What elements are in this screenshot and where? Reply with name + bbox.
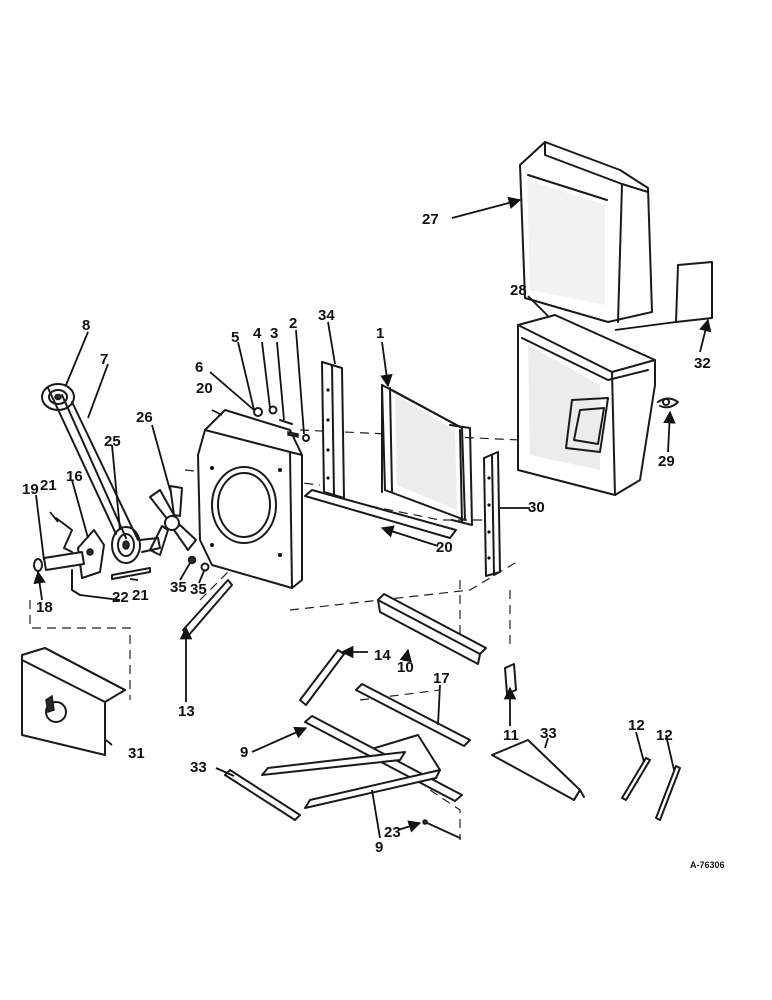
callout-16: 17 <box>433 670 450 687</box>
callout-27: 29 <box>658 453 675 470</box>
callout-29: 27 <box>422 211 439 228</box>
callout-8: 8 <box>82 317 90 334</box>
callout-28: 32 <box>694 355 711 372</box>
callout-17: 18 <box>36 599 53 616</box>
part-19-fan-shroud <box>197 409 303 589</box>
part-1-radiator-core <box>381 384 473 526</box>
part-26-shroud-housing <box>517 314 656 496</box>
callout-13: 13 <box>178 703 195 720</box>
callout-15: 16 <box>66 468 83 485</box>
part-33-bar <box>224 769 301 821</box>
callout-labels: 27 28 32 29 34 1 2 3 4 5 6 20 8 7 26 25 … <box>22 211 725 870</box>
callout-5: 5 <box>231 329 239 346</box>
part-8-upper-pulley <box>41 383 75 411</box>
part-35-nuts <box>187 555 210 572</box>
callout-11: 11 <box>503 727 519 744</box>
part-31-side-post <box>483 451 501 577</box>
part-34-tray <box>491 739 585 801</box>
part-22-bolt <box>71 569 81 596</box>
leader-lines <box>33 196 712 839</box>
callout-12a: 12 <box>628 717 645 734</box>
callout-25: 26 <box>136 409 153 426</box>
callout-10: 10 <box>397 659 414 676</box>
part-30-side-post <box>321 361 345 499</box>
part-28-plate <box>614 261 713 331</box>
callout-4: 4 <box>253 325 262 342</box>
part-7-belt <box>47 387 139 541</box>
part-24-pulley <box>111 526 161 564</box>
callout-12b: 12 <box>656 727 673 744</box>
part-17-washer <box>33 558 43 572</box>
callout-34: 33 <box>540 725 557 742</box>
callout-31: 30 <box>528 499 545 516</box>
callout-9a: 9 <box>240 744 248 761</box>
callout-26: 28 <box>510 282 527 299</box>
small-hardware-2-6 <box>253 405 310 442</box>
callout-18: 19 <box>22 481 39 498</box>
callout-22: 22 <box>112 589 129 606</box>
part-14-support <box>299 649 345 706</box>
callout-2: 2 <box>289 315 297 332</box>
callout-1: 1 <box>376 325 384 342</box>
part-12-straps <box>621 757 681 821</box>
callout-3: 3 <box>270 325 278 342</box>
callout-32: 31 <box>128 745 145 762</box>
part-18-shaft <box>43 551 85 571</box>
part-32-side-panel <box>21 647 126 756</box>
callout-19: 20 <box>196 380 213 397</box>
callout-7: 7 <box>100 351 108 368</box>
callout-24: 25 <box>104 433 121 450</box>
callout-20: 20 <box>436 539 453 556</box>
callout-23: 23 <box>384 824 401 841</box>
callout-33: 33 <box>190 759 207 776</box>
part-21-rods <box>55 517 151 580</box>
part-9-frame <box>261 715 463 809</box>
part-23-pin <box>422 819 461 839</box>
part-15-bracket <box>77 529 105 579</box>
callout-30: 34 <box>318 307 335 324</box>
part-29-top-cover <box>519 141 653 323</box>
callout-35b: 35 <box>190 581 207 598</box>
callout-9b: 9 <box>375 839 383 856</box>
part-10-cross-rail <box>377 593 487 665</box>
callout-14: 14 <box>374 647 391 664</box>
callout-21a: 21 <box>40 477 57 494</box>
callout-6: 6 <box>195 359 203 376</box>
callout-35a: 35 <box>170 579 187 596</box>
part-27-clip <box>657 397 679 409</box>
part-20-lower-bar <box>304 489 457 539</box>
callout-21b: 21 <box>132 587 149 604</box>
part-16-rail <box>355 683 471 747</box>
drawing-reference: A-76306 <box>690 860 725 870</box>
part-25-fan <box>149 485 197 556</box>
